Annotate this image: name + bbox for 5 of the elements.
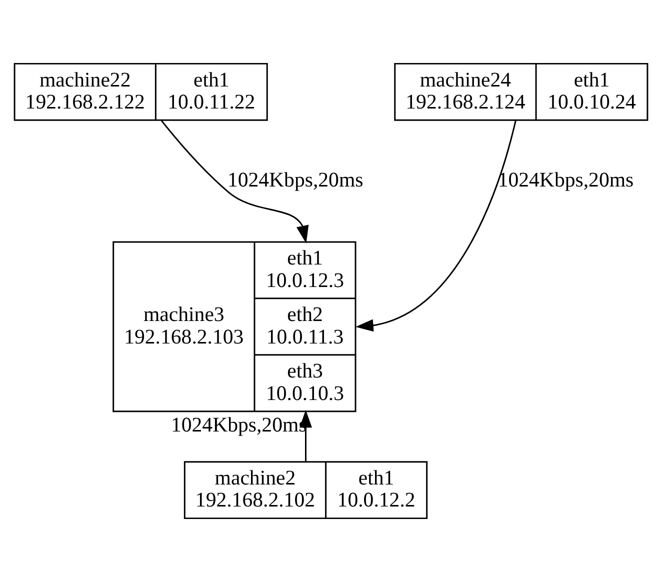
edge-label: 1024Kbps,20ms <box>498 168 634 192</box>
edge-label: 1024Kbps,20ms <box>170 413 307 436</box>
arrow <box>160 119 309 243</box>
edge-label: 1024Kbps,20ms <box>227 168 364 192</box>
arrow <box>356 119 516 332</box>
